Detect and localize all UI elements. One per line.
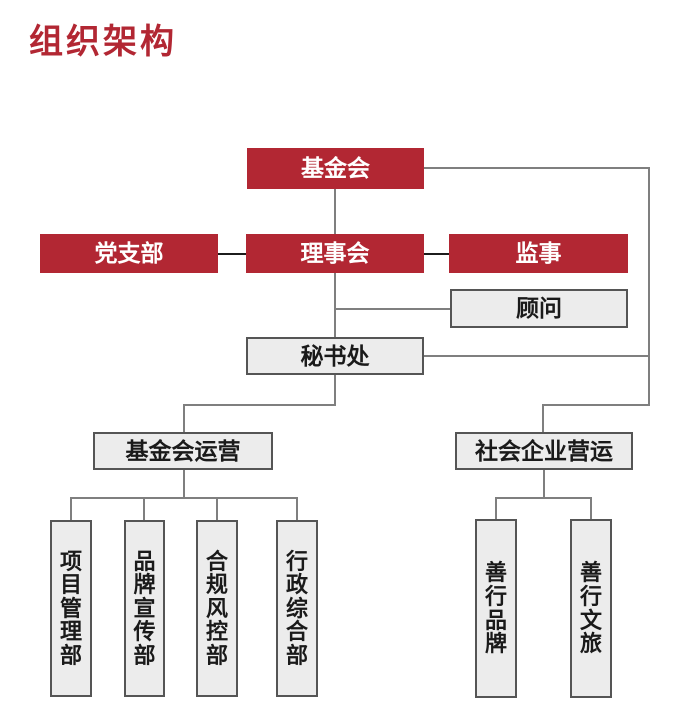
page-title: 组织架构 [29,23,177,61]
connector-secretariat-right [424,355,650,357]
node-supervisors: 监事 [449,234,628,273]
node-admin-general-dept: 行政综合部 [276,520,318,697]
node-shanxing-brand: 善行品牌 [475,519,517,698]
connector-foundation-right [424,167,650,169]
node-shanxing-culture-tourism: 善行文旅 [570,519,612,698]
node-brand-publicity-dept: 品牌宣传部 [124,520,165,697]
connector-left-branch-v [183,404,185,432]
connector-rake-shanxing-tourism [590,497,592,520]
connector-foundation-board [334,189,336,234]
connector-board-secretariat [334,273,336,337]
node-compliance-risk-dept: 合规风控部 [196,520,238,697]
connector-right-branch-v [542,404,544,432]
node-advisors: 顾问 [450,289,628,328]
connector-party-board [218,253,246,255]
node-foundation: 基金会 [247,148,424,189]
connector-right-rake [495,497,592,499]
node-party-branch: 党支部 [40,234,218,273]
connector-board-advisors [335,308,450,310]
connector-rake-shanxing-brand [495,497,497,520]
connector-rake-compliance [216,497,218,521]
connector-rake-project [70,497,72,521]
connector-rake-admin [296,497,298,521]
connector-rake-brand [143,497,145,521]
node-board: 理事会 [246,234,424,273]
node-social-enterprise-operations: 社会企业营运 [455,432,633,470]
node-foundation-operations: 基金会运营 [93,432,273,470]
connector-left-branch-h [183,404,336,406]
node-secretariat: 秘书处 [246,337,424,375]
connector-foundation-ops-down [183,470,185,498]
connector-right-spine [648,167,650,406]
connector-secretariat-down [334,375,336,406]
node-project-management-dept: 项目管理部 [50,520,92,697]
connector-social-ops-down [543,470,545,498]
connector-board-supervisors [424,253,449,255]
connector-left-rake [70,497,298,499]
connector-right-branch-h [542,404,650,406]
